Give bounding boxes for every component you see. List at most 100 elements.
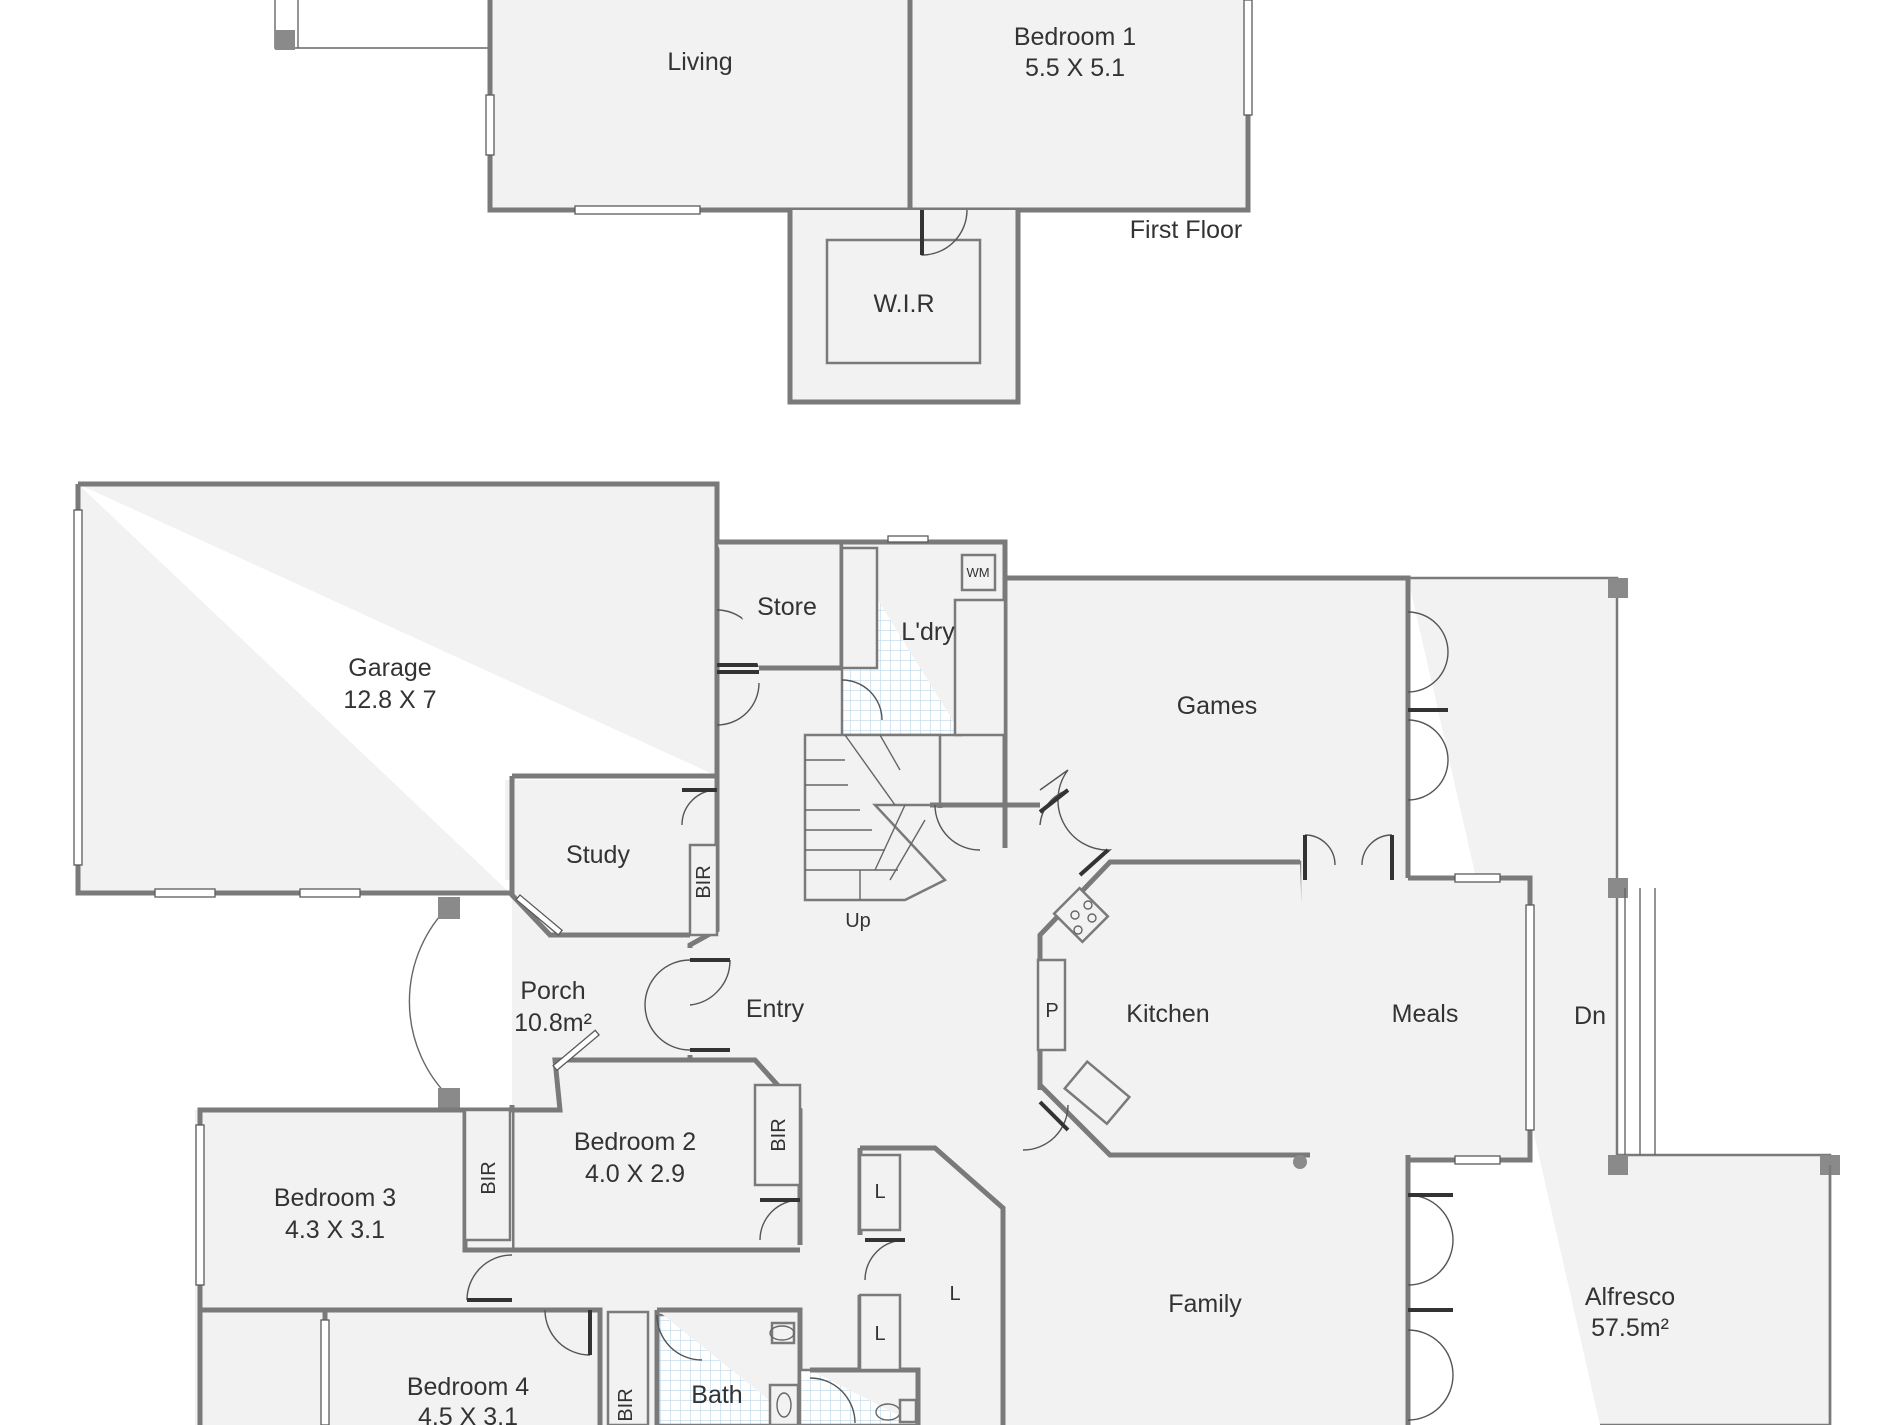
bedroom4-bir-label: BIR	[615, 1388, 637, 1421]
first-floor-plan: Living Bedroom 1 5.5 X 5.1 W.I.R First F…	[274, 0, 1253, 405]
porch-post-2	[438, 1088, 460, 1110]
meals-window-bottom	[1454, 1155, 1501, 1165]
study-bir-label: BIR	[693, 865, 715, 898]
bench-end-post	[1293, 1155, 1307, 1169]
games-walls	[1005, 575, 1411, 878]
living-window	[485, 94, 495, 156]
laundry-sink-bench	[953, 598, 1007, 737]
toilet-bowl	[769, 1325, 795, 1341]
bedroom3-label: Bedroom 3	[274, 1184, 396, 1212]
games-door-meals	[1304, 834, 1393, 866]
wc-cistern	[898, 1398, 918, 1424]
family-label: Family	[1168, 1290, 1242, 1318]
linen-2-label: L	[949, 1283, 960, 1305]
alfresco-label: Alfresco	[1585, 1283, 1675, 1311]
study-walls	[509, 773, 720, 948]
balcony-post	[275, 30, 295, 50]
pantry-label: P	[1045, 1000, 1058, 1022]
bath-door	[656, 1314, 703, 1361]
linen-1-label: L	[874, 1181, 885, 1203]
bedroom3-door	[466, 1254, 513, 1301]
deck-post-1	[1608, 578, 1628, 598]
bedroom4-label: Bedroom 4	[407, 1373, 529, 1401]
bedroom2-window	[552, 1029, 600, 1072]
games-french-doors	[1407, 611, 1449, 801]
meals-window-side	[1525, 904, 1535, 1131]
porch-size: 10.8m²	[514, 1009, 592, 1037]
bedroom3-window	[195, 1124, 205, 1286]
study-bir	[688, 843, 719, 937]
deck-post-2	[1608, 878, 1628, 898]
balcony-railing	[274, 0, 490, 49]
laundry-sliding-door	[887, 535, 929, 543]
washing-machine	[960, 553, 997, 592]
porch-label: Porch	[520, 977, 585, 1005]
linen-3-label: L	[874, 1323, 885, 1345]
garage-window-2	[299, 888, 361, 898]
stair-treads	[805, 734, 926, 900]
cooktop	[1052, 886, 1110, 944]
study-label: Study	[566, 841, 630, 869]
porch-outline	[408, 904, 451, 1099]
wc-door	[809, 1377, 856, 1424]
bedroom4-size: 4.5 X 3.1	[418, 1403, 518, 1425]
bedroom4-door	[544, 1309, 591, 1356]
bedroom1-window	[1243, 0, 1253, 116]
linen-3	[858, 1293, 902, 1372]
bedroom1-label: Bedroom 1	[1014, 23, 1136, 51]
porch-post-1	[438, 897, 460, 919]
washing-machine-label: WM	[966, 565, 989, 580]
bedroom3-size: 4.3 X 3.1	[285, 1216, 385, 1244]
wir-label: W.I.R	[873, 290, 934, 318]
wir-shelf	[825, 238, 982, 365]
deck-area	[1408, 576, 1832, 1425]
kitchen-sink	[1062, 1059, 1132, 1126]
pantry	[1036, 958, 1067, 1052]
bedroom4-window	[320, 1319, 330, 1425]
wir-door	[921, 209, 968, 256]
wc-walls	[810, 1367, 921, 1425]
bedroom2-size: 4.0 X 2.9	[585, 1160, 685, 1188]
bath-vanity	[768, 1383, 800, 1425]
family-french-doors	[1407, 1194, 1454, 1421]
laundry-door	[841, 679, 883, 721]
kitchen-label: Kitchen	[1126, 1000, 1209, 1028]
bedroom3-bir	[463, 1108, 512, 1242]
alfresco-size: 57.5m²	[1591, 1314, 1669, 1342]
meals-label: Meals	[1392, 1000, 1459, 1028]
front-door	[644, 959, 731, 1051]
bath-basin	[776, 1392, 792, 1418]
deck-label: Dn	[1574, 1002, 1606, 1030]
study-window	[515, 894, 564, 936]
living-window-bottom	[574, 205, 701, 215]
laundry-label: L'dry	[901, 618, 955, 646]
bedroom2-bir-label: BIR	[768, 1118, 790, 1151]
garage-door-hall	[716, 682, 760, 726]
meals-window-top	[1454, 873, 1501, 883]
garage-size: 12.8 X 7	[343, 686, 436, 714]
bedroom1-size: 5.5 X 5.1	[1025, 54, 1125, 82]
bath-label: Bath	[691, 1381, 742, 1409]
bedroom2-label: Bedroom 2	[574, 1128, 696, 1156]
family-walls	[1000, 1155, 1411, 1425]
garage-label: Garage	[348, 654, 431, 682]
bedroom4-bir	[606, 1310, 650, 1425]
laundry-bench	[840, 546, 879, 670]
kitchen-entry-door	[1022, 1104, 1069, 1151]
stairs-outline	[803, 733, 948, 902]
linen-1	[858, 1153, 902, 1232]
deck-post-3	[1608, 1155, 1628, 1175]
store-label: Store	[757, 593, 817, 621]
ground-floor-plan: WM Up Dn	[73, 481, 1840, 1425]
bedroom2-bir	[753, 1083, 802, 1187]
garage-door	[73, 509, 83, 866]
games-label: Games	[1177, 692, 1258, 720]
deck-steps	[1624, 888, 1656, 1155]
living-room-walls	[487, 0, 913, 213]
living-label: Living	[667, 48, 732, 76]
stairs-label: Up	[845, 910, 871, 932]
bedroom3-bir-label: BIR	[478, 1161, 500, 1194]
hall-door	[934, 804, 981, 851]
entry-label: Entry	[746, 995, 805, 1023]
